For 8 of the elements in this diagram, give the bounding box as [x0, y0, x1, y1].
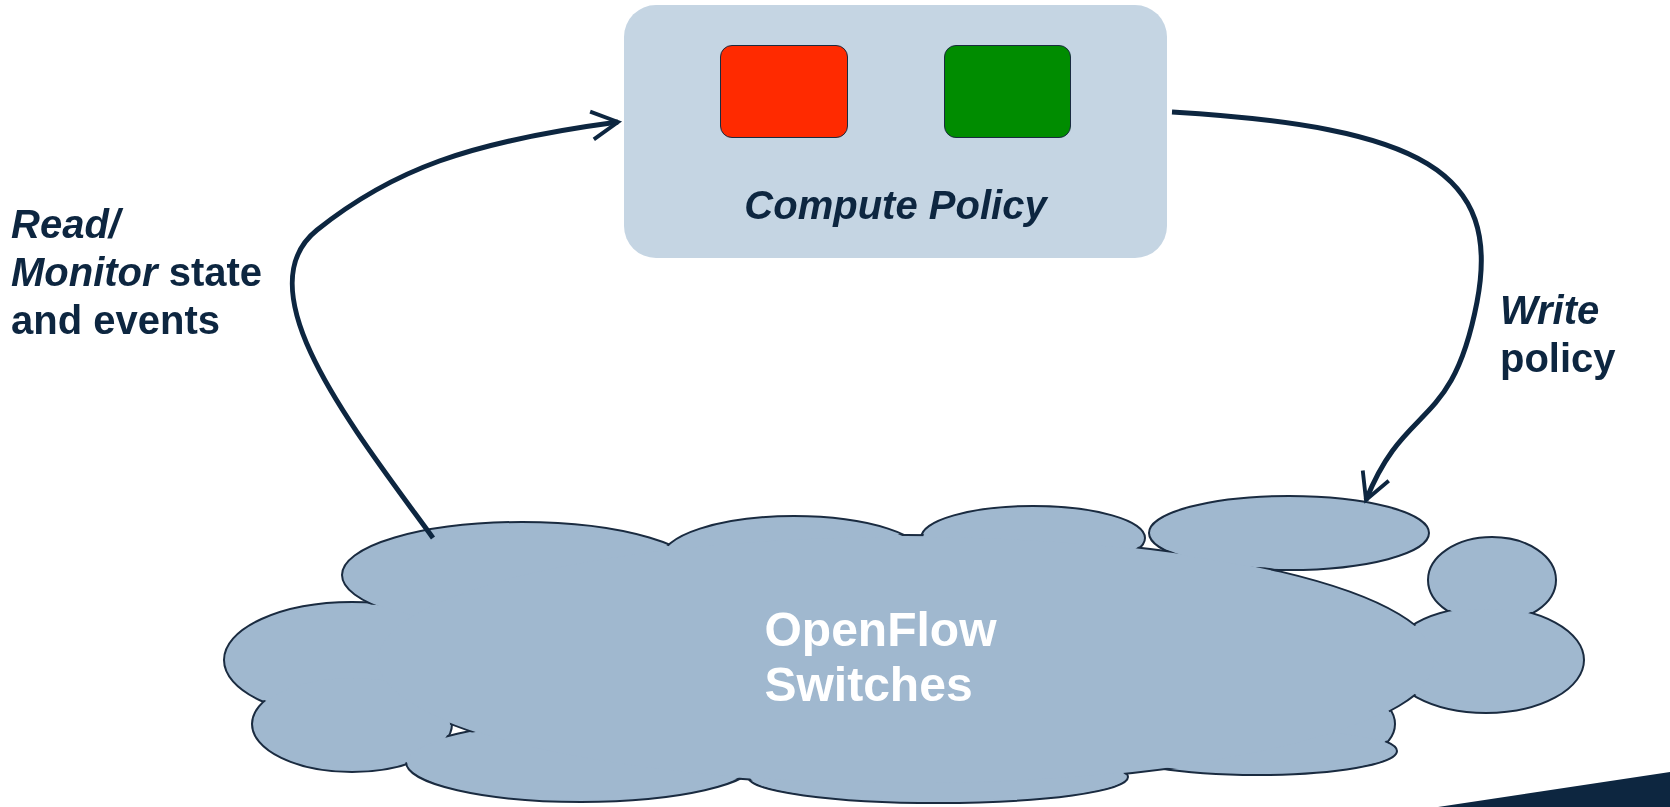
- box-title: Compute Policy: [744, 183, 1047, 227]
- colored-block: [944, 45, 1071, 138]
- colored-block: [720, 45, 848, 138]
- process-box: [624, 5, 1167, 258]
- cloud-label: OpenFlow Switches: [764, 601, 998, 713]
- arrow: [1171, 109, 1484, 502]
- edge-label: Write policy: [1500, 287, 1617, 382]
- edge-label: Read/ Monitor state and events: [11, 201, 264, 344]
